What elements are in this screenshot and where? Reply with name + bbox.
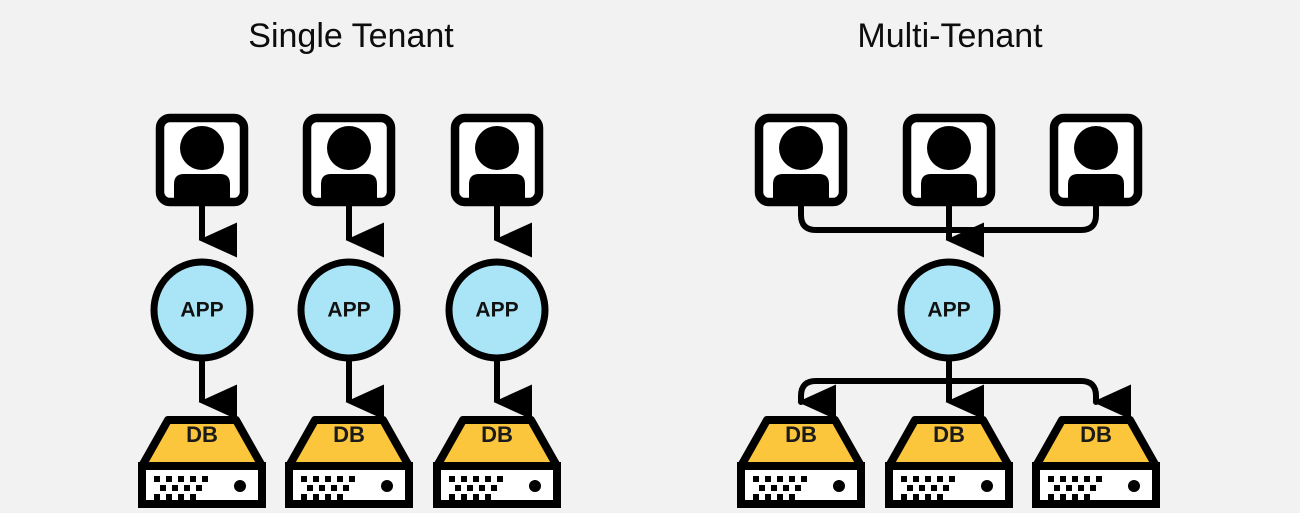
app-node-label: APP xyxy=(475,299,518,322)
db-node-label: DB xyxy=(1080,422,1112,447)
single-tenant-column-1: APP DB xyxy=(289,118,409,504)
panel-multi-tenant: APP DB DB DB xyxy=(741,118,1156,504)
user-icon[interactable] xyxy=(160,118,244,202)
connector-users-to-app xyxy=(798,199,1099,258)
user-icon[interactable] xyxy=(759,118,843,202)
db-node-label: DB xyxy=(933,422,965,447)
app-node-label: APP xyxy=(927,299,970,322)
single-tenant-column-2: APP DB xyxy=(437,118,557,504)
panel-single-tenant: APP DB APP DB xyxy=(142,118,557,504)
panel-title-single-tenant: Single Tenant xyxy=(248,17,454,55)
user-icon[interactable] xyxy=(455,118,539,202)
single-tenant-column-0: APP DB xyxy=(142,118,262,504)
db-node-label: DB xyxy=(186,422,218,447)
panel-title-multi-tenant: Multi-Tenant xyxy=(857,17,1043,55)
db-node-label: DB xyxy=(333,422,365,447)
connector-app-to-dbs xyxy=(797,355,1131,420)
app-node-label: APP xyxy=(327,299,370,322)
db-node-label: DB xyxy=(785,422,817,447)
user-icon[interactable] xyxy=(307,118,391,202)
user-icon[interactable] xyxy=(907,118,991,202)
app-node-label: APP xyxy=(180,299,223,322)
user-icon[interactable] xyxy=(1054,118,1138,202)
db-node-label: DB xyxy=(481,422,513,447)
